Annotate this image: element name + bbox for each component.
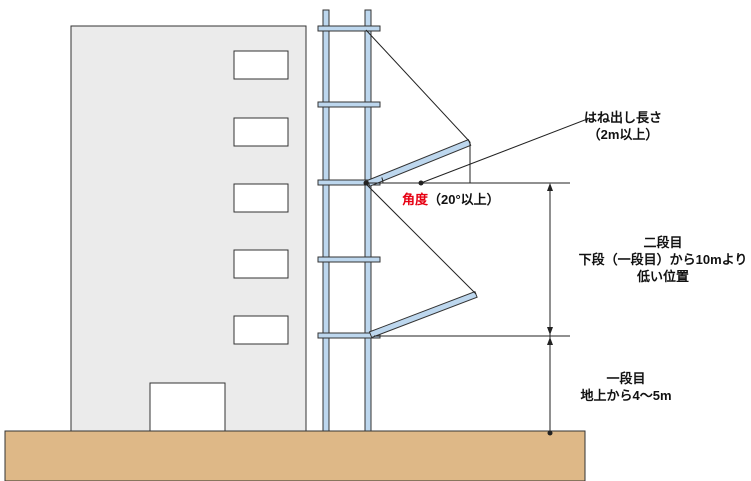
first-tier-label: 一段目 地上から4～5m bbox=[566, 370, 686, 404]
scaffold-pole bbox=[322, 9, 330, 432]
dimension-arrow bbox=[547, 337, 553, 345]
overhang-label-line2: （2m以上） bbox=[587, 127, 659, 142]
tie-wire-lower bbox=[365, 183, 477, 295]
second-tier-label: 二段目 下段（一段目）から10mより 低い位置 bbox=[578, 234, 748, 285]
window bbox=[233, 249, 289, 279]
scaffold-ledger bbox=[317, 101, 381, 108]
first-tier-label-line1: 一段目 bbox=[606, 371, 646, 386]
window bbox=[233, 183, 289, 213]
scaffold-pole bbox=[364, 9, 372, 432]
first-tier-label-line2: 地上から4～5m bbox=[580, 388, 672, 403]
angle-vertex-dot bbox=[363, 180, 369, 186]
overhang-label-line1: はね出し長さ bbox=[583, 110, 662, 125]
scaffold-ledger bbox=[317, 25, 381, 32]
angle-label: 角度（20°以上） bbox=[402, 191, 500, 208]
protection-shelf-upper bbox=[366, 138, 472, 187]
window bbox=[233, 50, 289, 80]
overhang-leader-dot bbox=[418, 180, 424, 186]
angle-label-word: 角度 bbox=[402, 192, 429, 207]
building-door bbox=[149, 382, 226, 432]
protection-shelf-lower bbox=[368, 290, 478, 339]
second-tier-label-line1: 二段目 bbox=[643, 235, 683, 250]
dimension-ground-dot bbox=[547, 430, 553, 436]
second-tier-label-line3: 低い位置 bbox=[636, 269, 689, 284]
overhang-label: はね出し長さ （2m以上） bbox=[568, 109, 678, 143]
window bbox=[233, 315, 289, 345]
scaffold-ledger bbox=[317, 256, 381, 263]
dimension-arrow bbox=[547, 327, 553, 335]
ground bbox=[4, 430, 586, 481]
dimension-arrow bbox=[547, 183, 553, 191]
second-tier-label-line2: 下段（一段目）から10mより bbox=[578, 252, 748, 267]
window bbox=[233, 117, 289, 147]
angle-label-value: （20°以上） bbox=[428, 192, 500, 207]
building bbox=[70, 25, 307, 432]
angle-arc bbox=[381, 177, 384, 184]
tie-wire-upper bbox=[365, 29, 471, 143]
overhang-leader-line bbox=[420, 117, 591, 184]
